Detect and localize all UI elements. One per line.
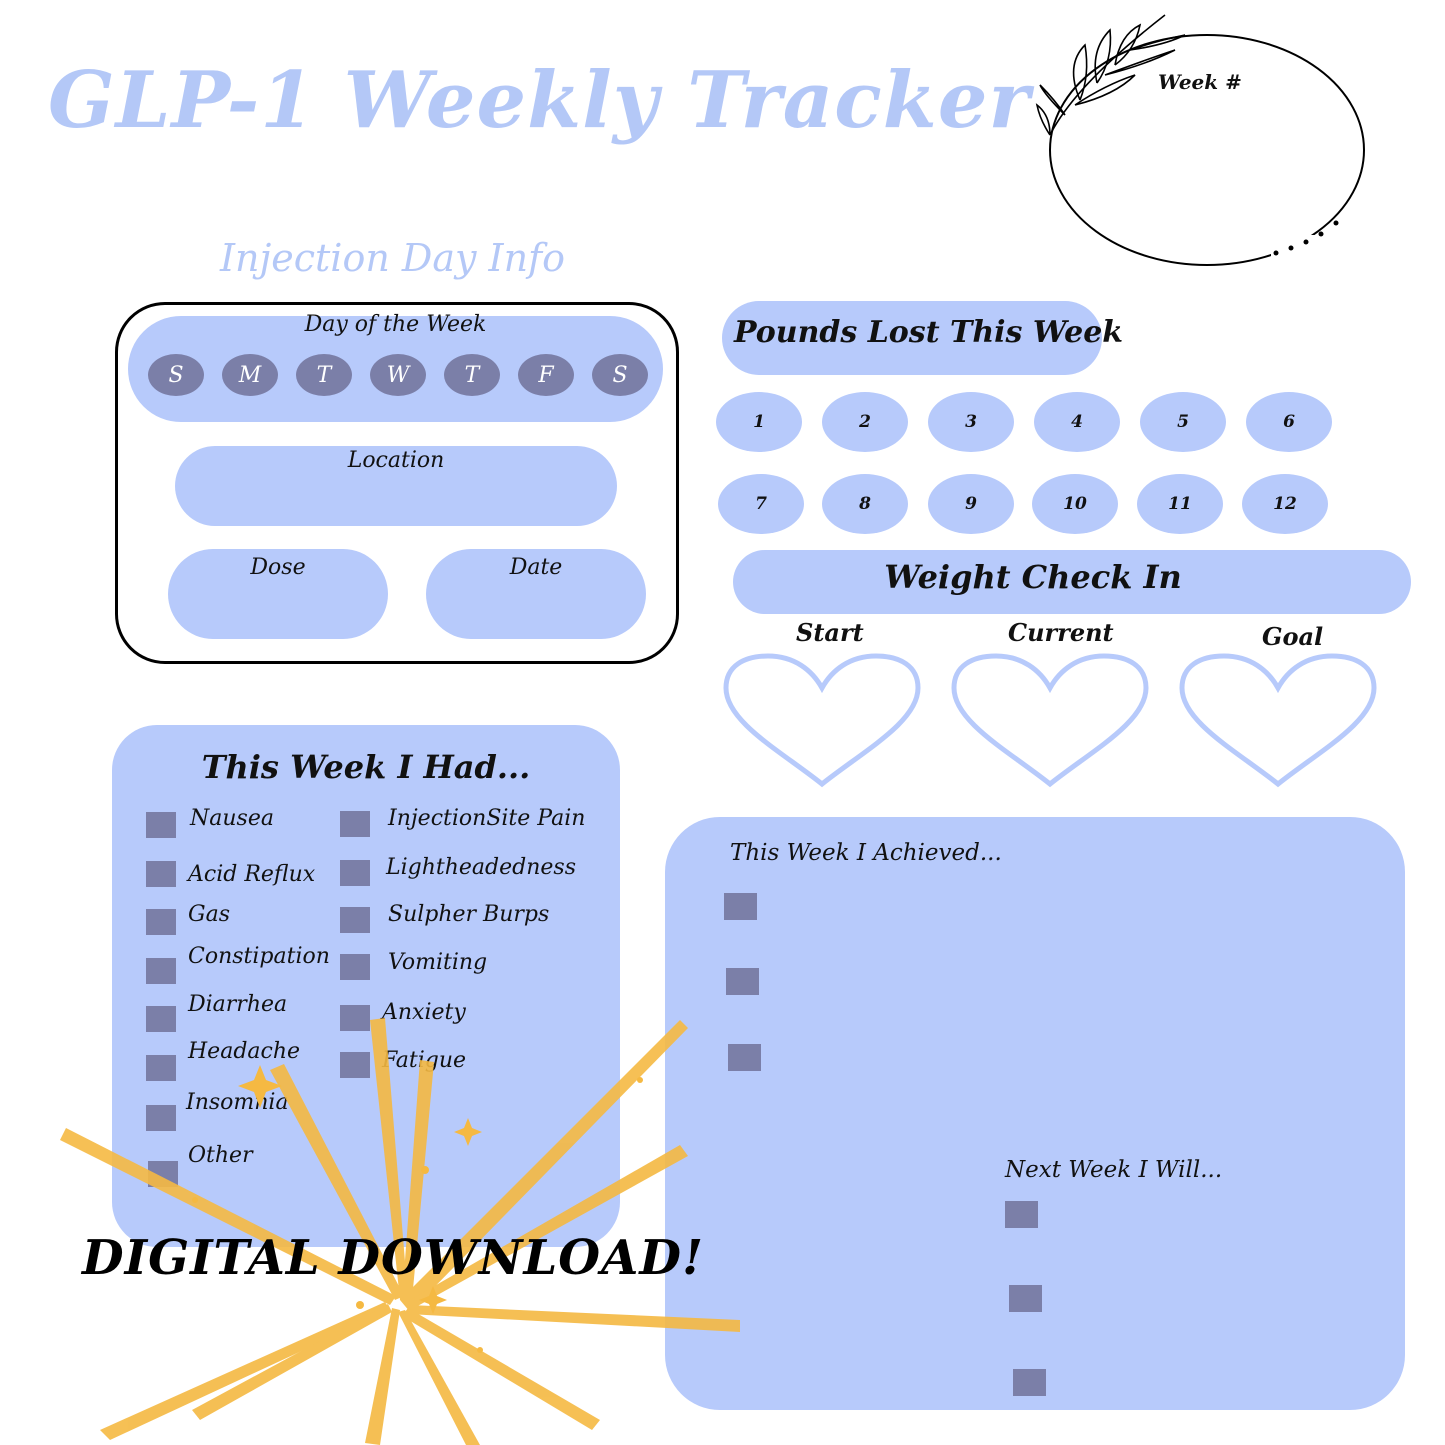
symptom-checkbox[interactable] bbox=[340, 954, 370, 980]
symptom-label: Gas bbox=[188, 902, 230, 927]
firework-burst-icon bbox=[60, 1018, 740, 1445]
symptoms-title: This Week I Had... bbox=[201, 748, 531, 786]
symptom-checkbox[interactable] bbox=[340, 811, 370, 837]
pound-option-5[interactable]: 5 bbox=[1140, 392, 1226, 452]
symptom-checkbox[interactable] bbox=[340, 1005, 370, 1031]
symptom-checkbox[interactable] bbox=[146, 1055, 176, 1081]
achieved-checkbox[interactable] bbox=[724, 893, 757, 920]
symptom-label: Other bbox=[188, 1143, 253, 1168]
day-of-week-label: Day of the Week bbox=[304, 312, 487, 337]
weight-current-label: Current bbox=[1008, 618, 1114, 647]
symptom-checkbox[interactable] bbox=[146, 958, 176, 984]
pound-option-1[interactable]: 1 bbox=[716, 392, 802, 452]
day-option-tuesday[interactable]: T bbox=[296, 354, 352, 396]
weight-check-pill bbox=[733, 550, 1411, 614]
symptom-label: Insomnia bbox=[186, 1090, 289, 1115]
symptom-label: Vomiting bbox=[388, 950, 488, 975]
dose-label: Dose bbox=[250, 555, 306, 580]
day-option-saturday[interactable]: S bbox=[592, 354, 648, 396]
date-field[interactable] bbox=[426, 549, 646, 639]
pound-option-6[interactable]: 6 bbox=[1246, 392, 1332, 452]
symptom-label: Diarrhea bbox=[188, 992, 288, 1017]
day-option-thursday[interactable]: T bbox=[444, 354, 500, 396]
day-option-monday[interactable]: M bbox=[222, 354, 278, 396]
next-week-checkbox[interactable] bbox=[1013, 1369, 1046, 1396]
symptom-label: InjectionSite Pain bbox=[388, 806, 586, 831]
symptom-label: Acid Reflux bbox=[188, 862, 316, 887]
symptom-checkbox[interactable] bbox=[146, 909, 176, 935]
pound-option-7[interactable]: 7 bbox=[718, 474, 804, 534]
symptom-label: Constipation bbox=[188, 944, 330, 969]
pound-option-12[interactable]: 12 bbox=[1242, 474, 1328, 534]
day-option-sunday[interactable]: S bbox=[148, 354, 204, 396]
weight-check-label: Weight Check In bbox=[884, 558, 1182, 596]
section-subtitle: Injection Day Info bbox=[220, 236, 565, 280]
pounds-lost-pill bbox=[722, 301, 1102, 375]
pound-option-4[interactable]: 4 bbox=[1034, 392, 1120, 452]
digital-download-banner: DIGITAL DOWNLOAD! bbox=[82, 1230, 705, 1286]
pound-option-11[interactable]: 11 bbox=[1137, 474, 1223, 534]
pound-option-9[interactable]: 9 bbox=[928, 474, 1014, 534]
pound-option-3[interactable]: 3 bbox=[928, 392, 1014, 452]
symptom-label: Headache bbox=[188, 1039, 301, 1064]
day-option-wednesday[interactable]: W bbox=[370, 354, 426, 396]
symptom-label: Nausea bbox=[190, 806, 274, 831]
week-wreath-icon bbox=[1035, 14, 1365, 275]
location-label: Location bbox=[347, 448, 445, 473]
page-title: GLP-1 Weekly Tracker bbox=[48, 55, 1031, 146]
achievements-card bbox=[665, 817, 1405, 1410]
location-field[interactable] bbox=[175, 446, 617, 526]
injection-info-card bbox=[115, 302, 679, 664]
next-week-checkbox[interactable] bbox=[1009, 1285, 1042, 1312]
achieved-checkbox[interactable] bbox=[726, 968, 759, 995]
next-week-title: Next Week I Will... bbox=[1005, 1157, 1223, 1183]
symptom-checkbox[interactable] bbox=[146, 812, 176, 838]
next-week-checkbox[interactable] bbox=[1005, 1201, 1038, 1228]
symptom-checkbox[interactable] bbox=[340, 907, 370, 933]
pound-option-8[interactable]: 8 bbox=[822, 474, 908, 534]
weight-start-label: Start bbox=[796, 618, 864, 647]
symptom-checkbox[interactable] bbox=[340, 1052, 370, 1078]
pound-option-10[interactable]: 10 bbox=[1032, 474, 1118, 534]
achieved-title: This Week I Achieved... bbox=[730, 840, 1002, 866]
pounds-lost-label: Pounds Lost This Week bbox=[734, 315, 1124, 350]
weight-goal-label: Goal bbox=[1262, 622, 1324, 651]
symptom-checkbox[interactable] bbox=[146, 1006, 176, 1032]
symptom-checkbox[interactable] bbox=[340, 860, 370, 886]
pound-option-2[interactable]: 2 bbox=[822, 392, 908, 452]
heart-goal-icon[interactable] bbox=[1178, 652, 1378, 792]
symptom-label: Sulpher Burps bbox=[388, 902, 550, 927]
date-label: Date bbox=[509, 555, 563, 580]
symptom-label: Lightheadedness bbox=[386, 855, 576, 880]
heart-current-icon[interactable] bbox=[950, 652, 1150, 792]
symptom-checkbox[interactable] bbox=[146, 1105, 176, 1131]
dose-field[interactable] bbox=[168, 549, 388, 639]
symptom-checkbox[interactable] bbox=[146, 861, 176, 887]
heart-start-icon[interactable] bbox=[722, 652, 922, 792]
day-option-friday[interactable]: F bbox=[518, 354, 574, 396]
achieved-checkbox[interactable] bbox=[728, 1044, 761, 1071]
symptom-label: Anxiety bbox=[382, 1000, 466, 1025]
week-number-label: Week # bbox=[1158, 70, 1242, 94]
